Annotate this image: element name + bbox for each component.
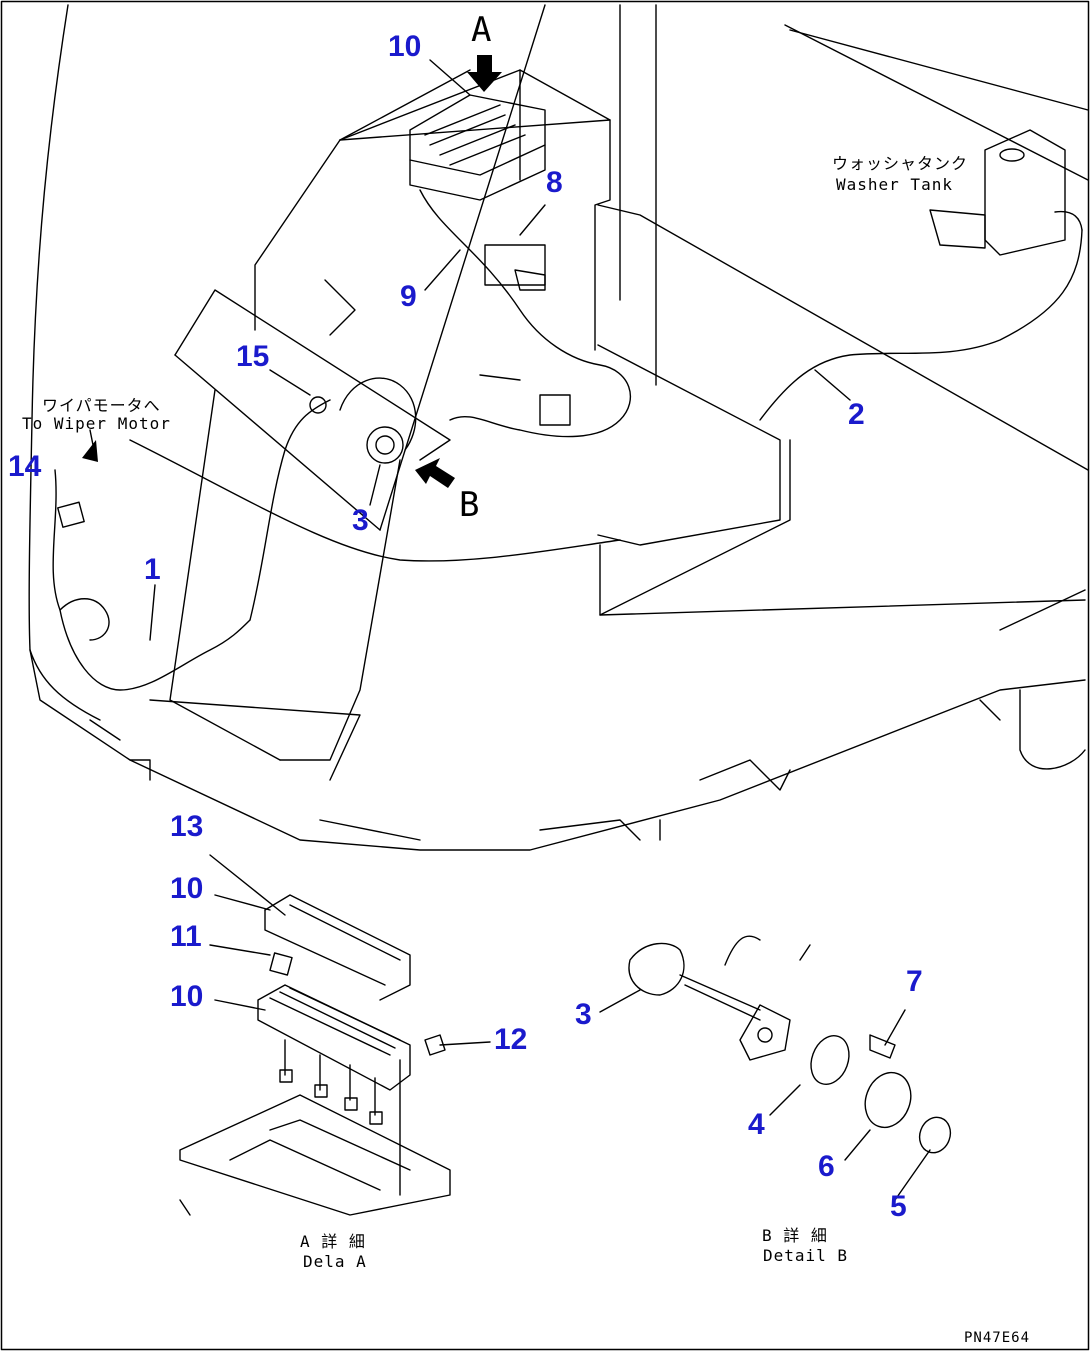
view-a-arrow xyxy=(467,55,502,92)
bracket xyxy=(739,1004,791,1061)
callout-2: 2 xyxy=(848,398,865,431)
callout-4: 4 xyxy=(748,1108,765,1141)
callout-7: 7 xyxy=(906,965,923,998)
callout-10-low: 10 xyxy=(170,980,204,1013)
wiper-arrow-head xyxy=(82,440,98,462)
drawing-code: PN47E64 xyxy=(964,1330,1031,1346)
base-frame xyxy=(29,649,1086,851)
screw-12 xyxy=(424,1034,446,1056)
wiper-motor-label-en: To Wiper Motor xyxy=(22,414,171,433)
fuse-box-10 xyxy=(257,984,411,1091)
callout-8: 8 xyxy=(546,166,563,199)
right-console xyxy=(597,344,781,546)
view-label-b: B xyxy=(459,485,480,525)
knob-6 xyxy=(864,1071,912,1129)
mounting-plate xyxy=(179,1094,451,1216)
callout-15: 15 xyxy=(236,340,270,373)
callout-1: 1 xyxy=(144,553,161,586)
callout-3-top: 3 xyxy=(352,504,369,537)
connector-14 xyxy=(57,501,85,528)
callout-10-mid: 10 xyxy=(170,872,204,905)
wiper-motor-label-jp: ワイパモータへ xyxy=(42,396,161,415)
cab-pillar-outer xyxy=(28,4,69,651)
callout-12: 12 xyxy=(494,1023,528,1056)
part-7 xyxy=(869,1034,896,1059)
lower-column xyxy=(169,389,281,761)
detail-a-label-jp: A 詳 細 xyxy=(300,1232,366,1251)
callout-3-detail: 3 xyxy=(575,998,592,1031)
fuse-11 xyxy=(269,952,293,976)
section-line xyxy=(379,4,546,531)
view-label-a: A xyxy=(471,10,492,50)
harness-2 xyxy=(759,229,1083,421)
detail-b-label-en: Detail B xyxy=(763,1246,849,1265)
callout-13: 13 xyxy=(170,810,204,843)
callout-6: 6 xyxy=(818,1150,835,1183)
callout-5: 5 xyxy=(890,1190,907,1223)
fuse-cover-13 xyxy=(264,894,411,1001)
front-panel xyxy=(174,289,451,461)
washer-tank-label-en: Washer Tank xyxy=(836,175,953,194)
washer-tank-label-jp: ウォッシャタンク xyxy=(832,154,969,173)
detail-a-label-en: Dela A xyxy=(303,1252,367,1271)
callout-10-top: 10 xyxy=(388,30,422,63)
callout-14: 14 xyxy=(8,450,42,483)
floor-back-edge xyxy=(784,24,1089,181)
switch-3 xyxy=(366,426,404,464)
console-connector xyxy=(539,394,571,426)
view-b-arrow xyxy=(415,458,455,488)
detail-b-label-jp: B 詳 細 xyxy=(762,1226,828,1245)
callout-9: 9 xyxy=(400,280,417,313)
cap-5 xyxy=(918,1116,952,1154)
harness-1 xyxy=(52,469,251,691)
clamp-15 xyxy=(309,396,327,414)
nut-4 xyxy=(810,1035,850,1085)
callout-11: 11 xyxy=(170,920,202,953)
